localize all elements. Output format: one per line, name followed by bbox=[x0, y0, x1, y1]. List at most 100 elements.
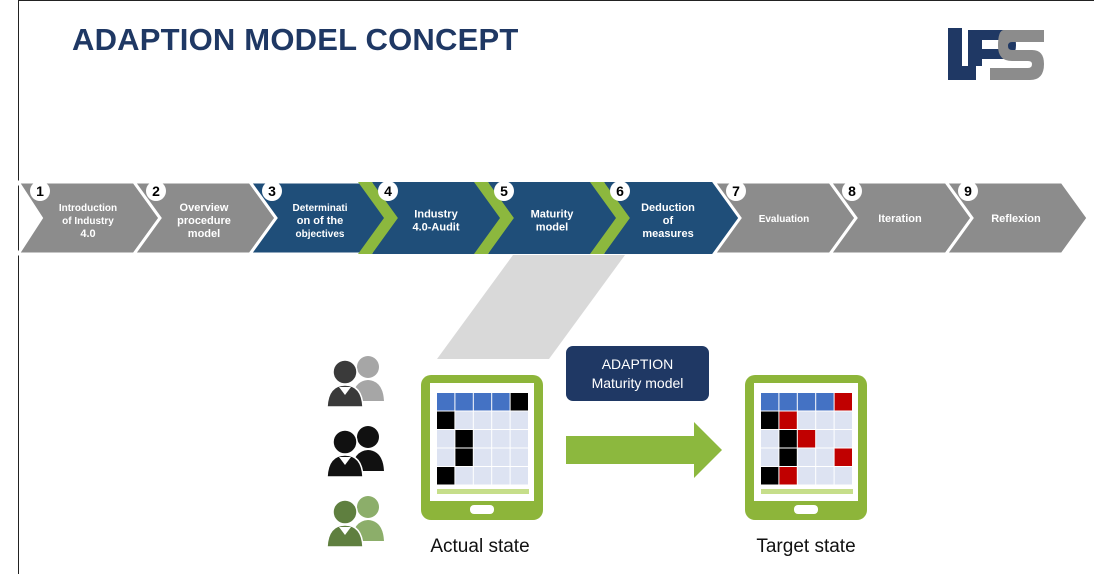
people-icons bbox=[326, 356, 384, 548]
grid-cell bbox=[437, 467, 455, 485]
step-label-line: 4.0 bbox=[80, 228, 95, 240]
slide-title: ADAPTION MODEL CONCEPT bbox=[72, 22, 519, 57]
step-label-line: of Industry bbox=[62, 216, 114, 227]
grid-cell bbox=[492, 430, 510, 448]
step-label-line: 4.0-Audit bbox=[412, 222, 459, 234]
grid-cell bbox=[761, 393, 779, 411]
grid-cell bbox=[492, 393, 510, 411]
grid-cell bbox=[510, 448, 528, 466]
grid-cell bbox=[510, 430, 528, 448]
grid-cell bbox=[492, 448, 510, 466]
grid-cell bbox=[816, 467, 834, 485]
tablet-actual-state bbox=[421, 375, 543, 520]
step-label-line: Introduction bbox=[59, 203, 117, 214]
step-label-line: objectives bbox=[296, 229, 345, 240]
step-label-line: on of the bbox=[297, 215, 343, 227]
grid-cell bbox=[797, 467, 816, 485]
grid-cell bbox=[834, 393, 852, 411]
grid-cell bbox=[761, 467, 779, 485]
step-number-badge bbox=[958, 181, 978, 201]
grid-cell bbox=[437, 411, 455, 429]
grid-cell bbox=[437, 393, 455, 411]
grid-cell bbox=[761, 448, 779, 466]
grid-cell bbox=[816, 448, 834, 466]
step-number-badge bbox=[842, 181, 862, 201]
adaption-maturity-model-box: ADAPTION Maturity model bbox=[566, 346, 709, 401]
step-label-line: Evaluation bbox=[759, 214, 810, 225]
step-number-badge bbox=[30, 181, 50, 201]
step-label-line: Industry bbox=[414, 209, 458, 221]
step-label-line: Determinati bbox=[292, 203, 347, 214]
green-accent-chevron bbox=[358, 182, 398, 254]
green-accent-chevron bbox=[590, 182, 630, 254]
grid-cell bbox=[797, 393, 816, 411]
model-box-line1: ADAPTION bbox=[602, 356, 674, 372]
step-number: 4 bbox=[384, 183, 392, 199]
grid-cell bbox=[455, 411, 473, 429]
grid-cell bbox=[779, 448, 797, 466]
step-number: 7 bbox=[732, 183, 740, 199]
step-number-badge bbox=[726, 181, 746, 201]
actual-state-caption: Actual state bbox=[430, 536, 529, 557]
step-number: 2 bbox=[152, 183, 160, 199]
grid-cell bbox=[779, 467, 797, 485]
grid-cell bbox=[761, 430, 779, 448]
step-label-line: model bbox=[536, 222, 568, 234]
grid-cell bbox=[455, 393, 473, 411]
grid-cell bbox=[779, 393, 797, 411]
grid-cell bbox=[797, 448, 816, 466]
green-accent-chevron bbox=[474, 182, 514, 254]
grid-cell bbox=[797, 430, 816, 448]
grid-cell bbox=[834, 411, 852, 429]
grid-cell bbox=[797, 411, 816, 429]
step-number-badge bbox=[494, 181, 514, 201]
step-number: 6 bbox=[616, 183, 624, 199]
grid-cell bbox=[816, 430, 834, 448]
grid-cell bbox=[473, 467, 492, 485]
people-black-icon bbox=[326, 426, 384, 478]
step-label-line: Overview bbox=[180, 202, 229, 214]
grid-cell bbox=[510, 393, 528, 411]
step-label-line: measures bbox=[642, 228, 693, 240]
grid-cell bbox=[834, 448, 852, 466]
grid-cell bbox=[473, 430, 492, 448]
step-label-line: model bbox=[188, 228, 220, 240]
grid-cell bbox=[834, 467, 852, 485]
step-label-line: Iteration bbox=[878, 213, 922, 225]
grid-cell bbox=[473, 448, 492, 466]
step-number-badge bbox=[146, 181, 166, 201]
people-gray-icon bbox=[326, 356, 384, 408]
grid-cell bbox=[779, 430, 797, 448]
people-green-icon bbox=[326, 496, 384, 548]
grid-cell bbox=[761, 411, 779, 429]
grid-cell bbox=[473, 411, 492, 429]
grid-cell bbox=[473, 393, 492, 411]
grid-cell bbox=[816, 411, 834, 429]
step-label-line: procedure bbox=[177, 215, 231, 227]
step-number: 3 bbox=[268, 183, 276, 199]
step-number: 9 bbox=[964, 183, 972, 199]
grid-cell bbox=[492, 467, 510, 485]
grid-cell bbox=[492, 411, 510, 429]
grid-cell bbox=[437, 430, 455, 448]
step-number-badge bbox=[262, 181, 282, 201]
grid-cell bbox=[455, 430, 473, 448]
step-number-badge bbox=[378, 181, 398, 201]
grid-cell bbox=[779, 411, 797, 429]
projection-shape bbox=[437, 255, 625, 359]
slide-frame bbox=[18, 0, 1094, 574]
step-label-line: Reflexion bbox=[991, 213, 1041, 225]
lps-logo bbox=[946, 26, 1046, 87]
step-label-line: Deduction bbox=[641, 202, 695, 214]
step-number: 1 bbox=[36, 183, 44, 199]
grid-cell bbox=[510, 411, 528, 429]
adaption-diagram: ADAPTION Maturity model Actual state Tar… bbox=[326, 255, 867, 557]
grid-cell bbox=[816, 393, 834, 411]
step-label-line: of bbox=[663, 215, 674, 227]
grid-cell bbox=[455, 467, 473, 485]
step-number: 5 bbox=[500, 183, 508, 199]
